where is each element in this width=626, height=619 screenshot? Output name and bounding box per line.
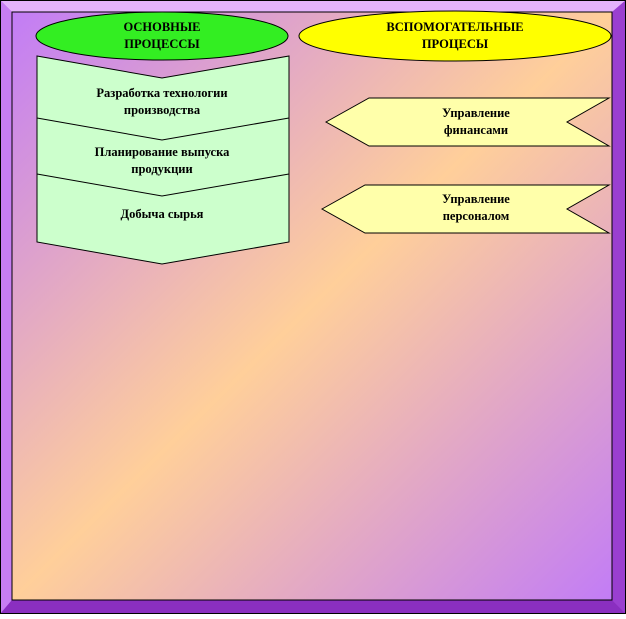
aux-header-line2: ПРОЦЕСЫ (422, 37, 489, 51)
aux-processes-group: ВСПОМОГАТЕЛЬНЫЕ ПРОЦЕСЫ Управление финан… (298, 10, 612, 234)
main-step-3-line1: Добыча сырья (121, 207, 204, 221)
aux-item-2-line1: Управление (442, 192, 510, 206)
aux-item-2-line2: персоналом (443, 209, 510, 223)
aux-item-1-line2: финансами (444, 123, 508, 137)
aux-header-line1: ВСПОМОГАТЕЛЬНЫЕ (386, 20, 523, 34)
aux-item-2-arrow (320, 184, 611, 234)
main-step-1-line1: Разработка технологии (96, 86, 227, 100)
main-step-divider-1 (36, 117, 290, 141)
main-step-1-line2: производства (124, 103, 201, 117)
main-header-line2: ПРОЦЕССЫ (124, 37, 200, 51)
main-processes-group: ОСНОВНЫЕ ПРОЦЕССЫ Разработка технологии … (35, 11, 290, 265)
main-header-line1: ОСНОВНЫЕ (123, 20, 200, 34)
main-chevron-shape (36, 55, 290, 265)
main-processes-header-oval (35, 11, 289, 61)
frame-right-bevel (612, 0, 626, 614)
aux-processes-header-oval (298, 10, 612, 62)
main-step-2-line2: продукции (131, 162, 192, 176)
frame-bottom-bevel (0, 600, 626, 614)
aux-item-1-arrow (324, 97, 611, 147)
main-step-divider-2 (36, 173, 290, 197)
frame-top-bevel (0, 0, 626, 12)
frame-left-bevel (0, 0, 12, 614)
main-step-2-line1: Планирование выпуска (95, 145, 230, 159)
aux-item-1-line1: Управление (442, 106, 510, 120)
